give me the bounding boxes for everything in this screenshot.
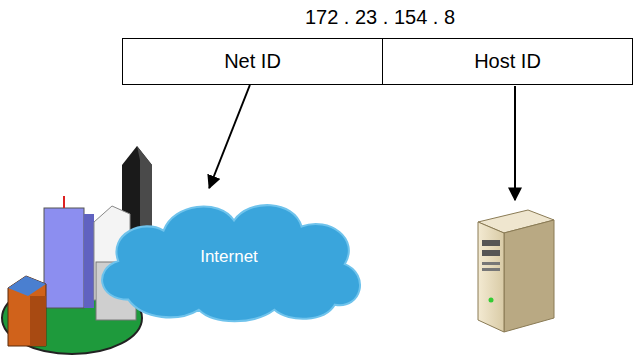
connector-arrow bbox=[209, 85, 250, 188]
field-label: Host ID bbox=[474, 50, 541, 73]
cloud-label: Internet bbox=[200, 247, 258, 267]
leader-arrow bbox=[514, 86, 516, 200]
field-label: Net ID bbox=[224, 50, 281, 73]
host-id-cell: Host ID bbox=[382, 38, 633, 85]
internet-cloud: Internet bbox=[88, 188, 370, 325]
net-id-cell: Net ID bbox=[122, 38, 383, 85]
server-icon bbox=[478, 210, 554, 332]
ip-address: 172 . 23 . 154 . 8 bbox=[305, 6, 455, 29]
